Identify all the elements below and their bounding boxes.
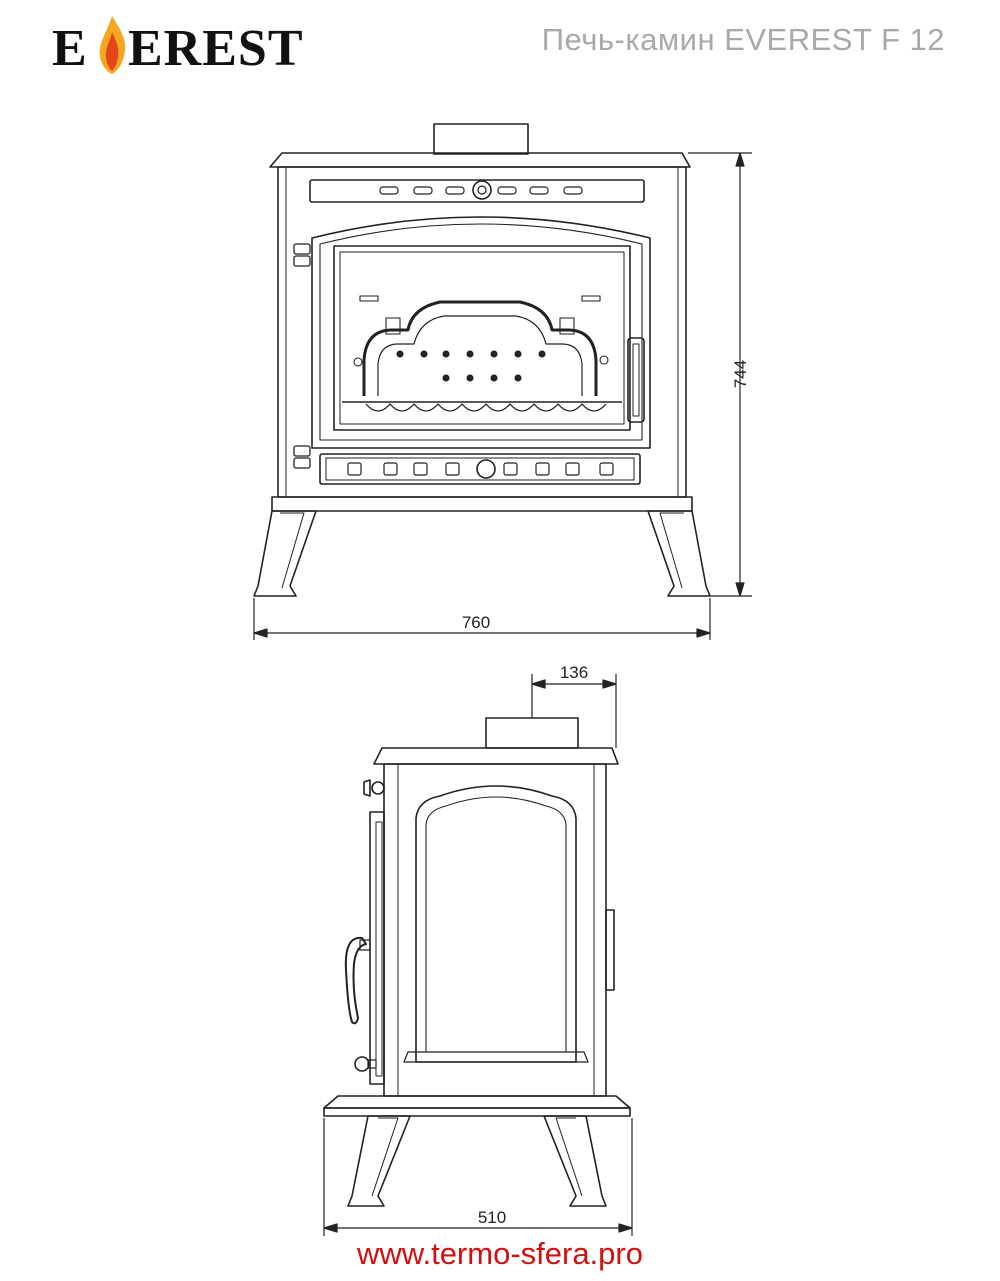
side-flue-collar (485, 717, 579, 749)
page-title: Печь-камин EVEREST F 12 (541, 22, 945, 57)
fire-grate-arch (362, 300, 598, 396)
side-arched-panel (415, 785, 577, 1063)
side-view (323, 717, 631, 1207)
side-left-leg (347, 1115, 411, 1207)
front-top-plate (269, 152, 691, 168)
depth-dimension (323, 1118, 633, 1236)
front-door-frame (311, 216, 651, 449)
side-rear-vent (605, 909, 615, 991)
upper-air-vent (309, 179, 645, 203)
lower-vent-slots (347, 462, 614, 476)
upper-vent-slots (379, 186, 583, 195)
side-lower-knob (354, 1056, 370, 1072)
side-door-handle (344, 936, 367, 1025)
width-label: 760 (462, 613, 490, 632)
grate-holes (396, 350, 546, 382)
front-left-leg (253, 510, 317, 597)
lower-vent-knob (476, 459, 496, 479)
depth-label: 510 (478, 1208, 506, 1227)
front-view (253, 123, 711, 597)
ash-drawer (319, 453, 641, 485)
width-dimension (253, 598, 711, 640)
side-base-top (323, 1095, 631, 1109)
flue-offset-label: 136 (560, 663, 588, 682)
door-hinges (293, 243, 311, 469)
logo-text-rest: EREST (128, 20, 304, 77)
logo-letter-e: E (52, 20, 88, 77)
side-base-plinth (323, 1107, 631, 1117)
side-right-leg (543, 1115, 607, 1207)
front-right-leg (647, 510, 711, 597)
front-base-plinth (271, 496, 693, 512)
flue-offset-dimension (531, 674, 617, 748)
side-top-plate (373, 747, 619, 765)
website-url[interactable]: www.termo-sfera.pro (357, 1236, 643, 1271)
upper-vent-knob (472, 180, 492, 200)
flame-icon (99, 16, 126, 74)
front-door-handle (627, 337, 645, 423)
brand-logo: E EREST (52, 14, 322, 77)
height-dimension (688, 152, 752, 597)
height-label: 744 (731, 360, 750, 388)
side-upper-knob (371, 781, 385, 795)
log-rest (365, 403, 607, 412)
front-flue-collar (433, 123, 529, 155)
